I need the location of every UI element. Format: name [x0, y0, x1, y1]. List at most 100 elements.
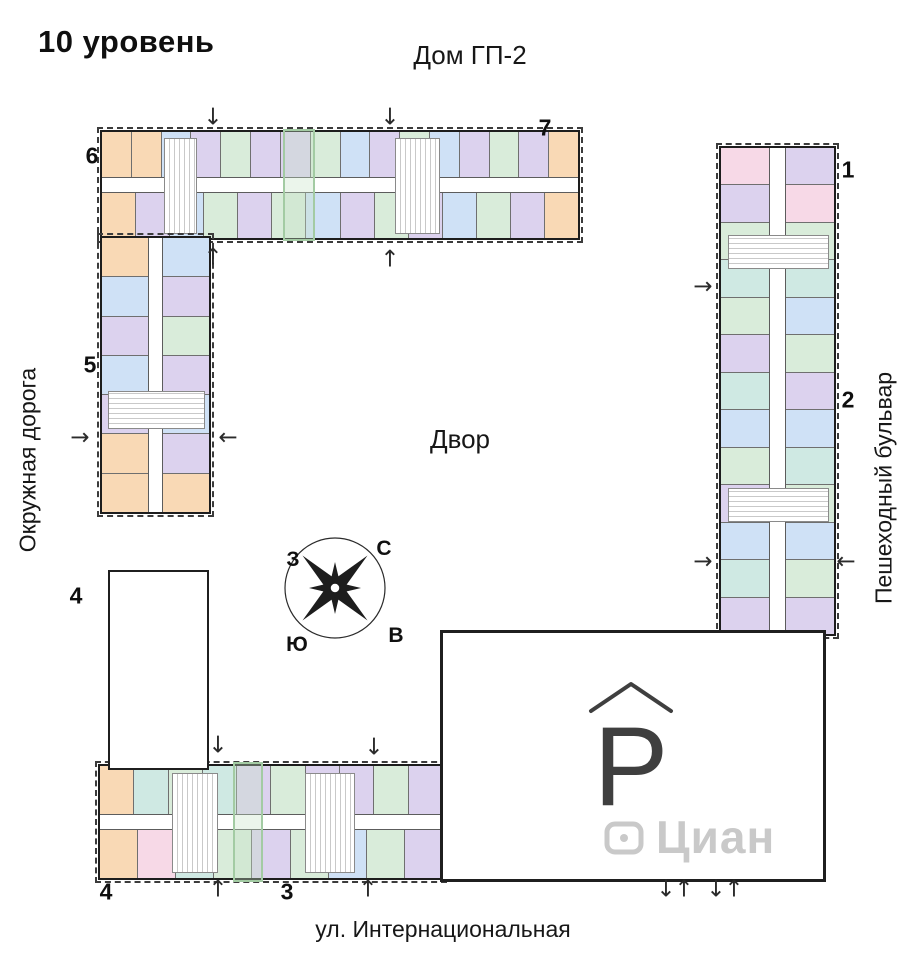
section-number: 6: [85, 142, 99, 169]
up-arrow: ↑: [208, 876, 228, 903]
apartment-unit[interactable]: [252, 830, 290, 879]
apartment-unit[interactable]: [459, 132, 489, 178]
building-section-1-2[interactable]: [716, 143, 839, 639]
apartment-unit[interactable]: [102, 473, 148, 512]
parking-letter: P: [593, 704, 669, 829]
apartment-unit[interactable]: [340, 192, 374, 239]
apartment-unit[interactable]: [404, 830, 442, 879]
footprint-tower-4: [108, 570, 209, 770]
apartment-unit[interactable]: [721, 410, 770, 447]
corridor: [102, 177, 578, 193]
apartment-unit[interactable]: [489, 132, 519, 178]
building-section-6-7[interactable]: [97, 127, 583, 243]
section-number: 1: [841, 156, 855, 183]
apartment-unit[interactable]: [721, 597, 770, 635]
unit-row: [100, 766, 442, 814]
down-arrow: ↓: [706, 876, 726, 903]
apartment-unit[interactable]: [102, 277, 148, 316]
up-arrow: ↑: [380, 246, 400, 273]
apartment-unit[interactable]: [102, 355, 148, 395]
apartment-unit[interactable]: [102, 434, 148, 473]
apartment-unit[interactable]: [442, 192, 476, 239]
apartment-unit[interactable]: [721, 335, 770, 372]
apartment-unit[interactable]: [204, 192, 238, 239]
apartment-unit[interactable]: [163, 473, 209, 512]
parking-roof-icon: [589, 682, 673, 713]
up-arrow: ↑: [674, 876, 694, 903]
unit-row: [102, 238, 148, 512]
stair-core: [171, 772, 219, 874]
apartment-unit[interactable]: [785, 447, 834, 485]
apartment-unit[interactable]: [310, 132, 340, 178]
apartment-unit[interactable]: [721, 297, 770, 335]
apartment-unit[interactable]: [510, 192, 545, 239]
apartment-unit[interactable]: [136, 192, 170, 239]
apartment-unit[interactable]: [721, 560, 770, 597]
apartment-unit[interactable]: [785, 185, 834, 222]
apartment-unit[interactable]: [721, 522, 770, 560]
stair-core: [305, 772, 356, 874]
street-label-left: Окружная дорога: [14, 367, 41, 553]
apartment-unit[interactable]: [138, 830, 176, 879]
stair-core: [727, 235, 830, 270]
apartment-unit[interactable]: [102, 238, 148, 277]
compass-north-label: С: [376, 537, 392, 560]
building-section-5[interactable]: [97, 233, 214, 517]
apartment-unit[interactable]: [271, 766, 305, 814]
right-arrow: →: [693, 548, 713, 575]
elevator-highlight: [283, 129, 315, 241]
right-arrow: →: [693, 273, 713, 300]
apartment-unit[interactable]: [134, 766, 168, 814]
building-section-3-4[interactable]: [95, 761, 447, 883]
down-arrow: ↓: [203, 104, 223, 131]
apartment-unit[interactable]: [785, 335, 834, 372]
apartment-unit[interactable]: [163, 277, 209, 316]
apartment-unit[interactable]: [721, 447, 770, 485]
apartment-unit[interactable]: [370, 132, 400, 178]
section-number: 2: [841, 386, 855, 413]
apartment-unit[interactable]: [785, 410, 834, 447]
apartment-unit[interactable]: [238, 192, 272, 239]
apartment-unit[interactable]: [272, 192, 306, 239]
apartment-unit[interactable]: [214, 830, 252, 879]
apartment-unit[interactable]: [102, 316, 148, 355]
apartment-unit[interactable]: [519, 132, 549, 178]
up-arrow: ↑: [358, 876, 378, 903]
apartment-unit[interactable]: [251, 132, 280, 178]
corridor: [100, 813, 442, 831]
apartment-unit[interactable]: [163, 238, 209, 277]
cian-logo-icon: [604, 821, 644, 855]
apartment-unit[interactable]: [131, 132, 161, 178]
apartment-unit[interactable]: [785, 148, 834, 185]
apartment-unit[interactable]: [549, 132, 578, 178]
apartment-unit[interactable]: [785, 297, 834, 335]
apartment-unit[interactable]: [163, 316, 209, 355]
apartment-unit[interactable]: [306, 192, 340, 239]
apartment-unit[interactable]: [721, 372, 770, 410]
apartment-unit[interactable]: [721, 185, 770, 222]
apartment-unit[interactable]: [221, 132, 251, 178]
apartment-unit[interactable]: [280, 132, 310, 178]
apartment-unit[interactable]: [785, 597, 834, 635]
apartment-unit[interactable]: [476, 192, 510, 239]
courtyard-label: Двор: [429, 424, 491, 454]
apartment-unit[interactable]: [785, 522, 834, 560]
apartment-unit[interactable]: [102, 192, 136, 239]
apartment-unit[interactable]: [100, 766, 134, 814]
apartment-unit[interactable]: [545, 192, 579, 239]
apartment-unit[interactable]: [721, 148, 770, 185]
apartment-unit[interactable]: [366, 830, 404, 879]
up-arrow: ↑: [724, 876, 744, 903]
street-label-bottom: ул. Интернациональная: [315, 916, 571, 942]
apartment-unit[interactable]: [102, 132, 131, 178]
apartment-unit[interactable]: [163, 434, 209, 473]
apartment-unit[interactable]: [100, 830, 138, 879]
apartment-unit[interactable]: [163, 355, 209, 395]
apartment-unit[interactable]: [374, 766, 408, 814]
apartment-unit[interactable]: [237, 766, 271, 814]
apartment-unit[interactable]: [785, 372, 834, 410]
apartment-unit[interactable]: [785, 560, 834, 597]
apartment-unit[interactable]: [340, 132, 370, 178]
apartment-unit[interactable]: [408, 766, 442, 814]
